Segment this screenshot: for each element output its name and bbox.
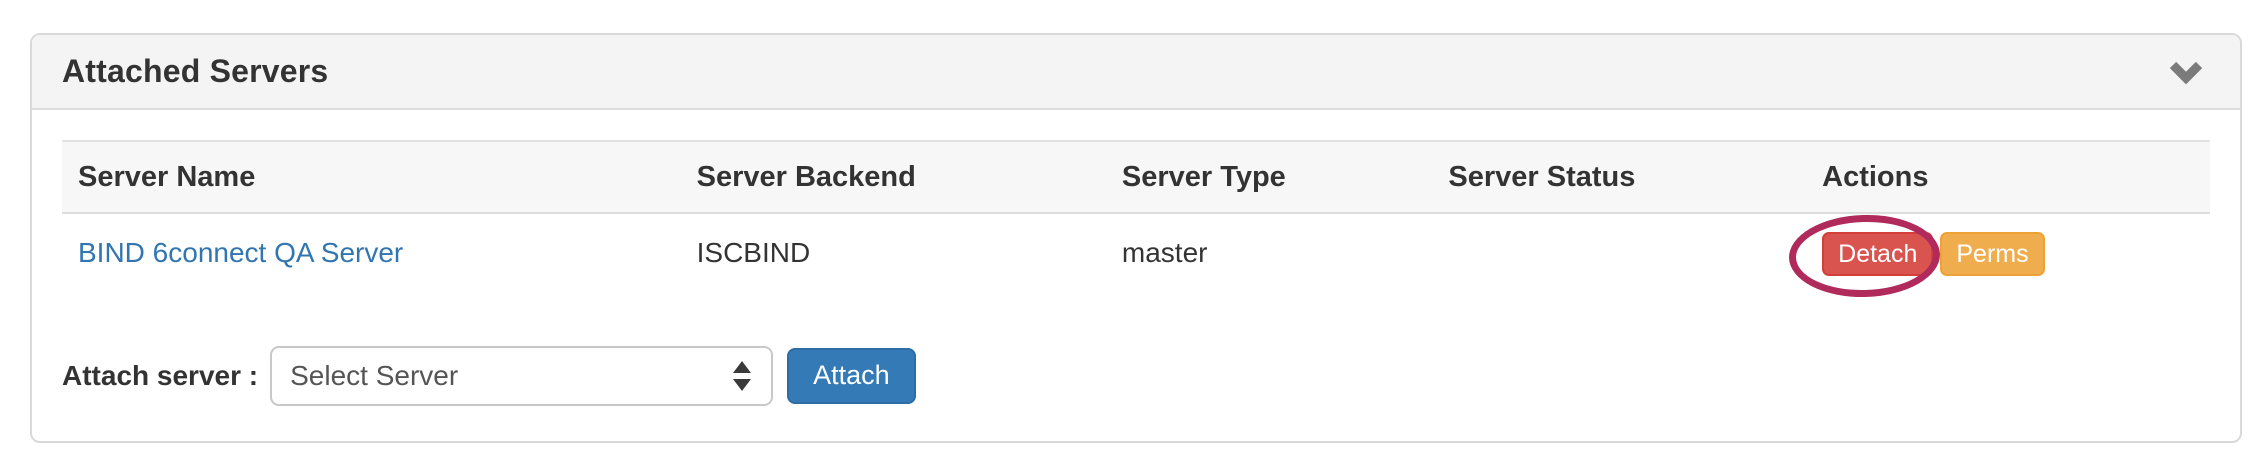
column-header-server-backend: Server Backend: [680, 140, 1106, 214]
panel-title: Attached Servers: [62, 53, 329, 89]
table-row: BIND 6connect QA Server ISCBIND master D…: [62, 213, 2210, 292]
table-header: Server Name Server Backend Server Type S…: [62, 140, 2210, 214]
server-name-link[interactable]: BIND 6connect QA Server: [78, 236, 404, 268]
column-header-server-status: Server Status: [1432, 140, 1807, 214]
panel-body: Server Name Server Backend Server Type S…: [32, 110, 2240, 436]
attach-server-label: Attach server :: [62, 359, 259, 391]
server-select[interactable]: Select Server: [270, 345, 774, 406]
server-name-cell: BIND 6connect QA Server: [62, 213, 681, 292]
perms-button[interactable]: Perms: [1940, 231, 2045, 276]
chevron-down-icon: [2169, 58, 2203, 86]
attached-servers-panel: Attached Servers: [30, 33, 2242, 443]
detach-button[interactable]: Detach: [1822, 231, 1934, 276]
attached-servers-table: Server Name Server Backend Server Type S…: [62, 140, 2210, 292]
column-header-server-name: Server Name: [62, 140, 681, 214]
column-header-server-type: Server Type: [1105, 140, 1433, 214]
attach-button[interactable]: Attach: [787, 347, 916, 404]
server-select-wrap: Select Server: [270, 345, 774, 406]
collapse-toggle-button[interactable]: [2166, 52, 2206, 92]
server-backend-cell: ISCBIND: [696, 236, 811, 268]
attach-server-form: Attach server : Select Server Attach: [62, 345, 2210, 406]
panel-header: Attached Servers: [32, 35, 2240, 110]
column-header-actions: Actions: [1806, 140, 2210, 214]
server-type-cell: master: [1121, 236, 1208, 268]
server-status-cell: [1432, 213, 1806, 292]
